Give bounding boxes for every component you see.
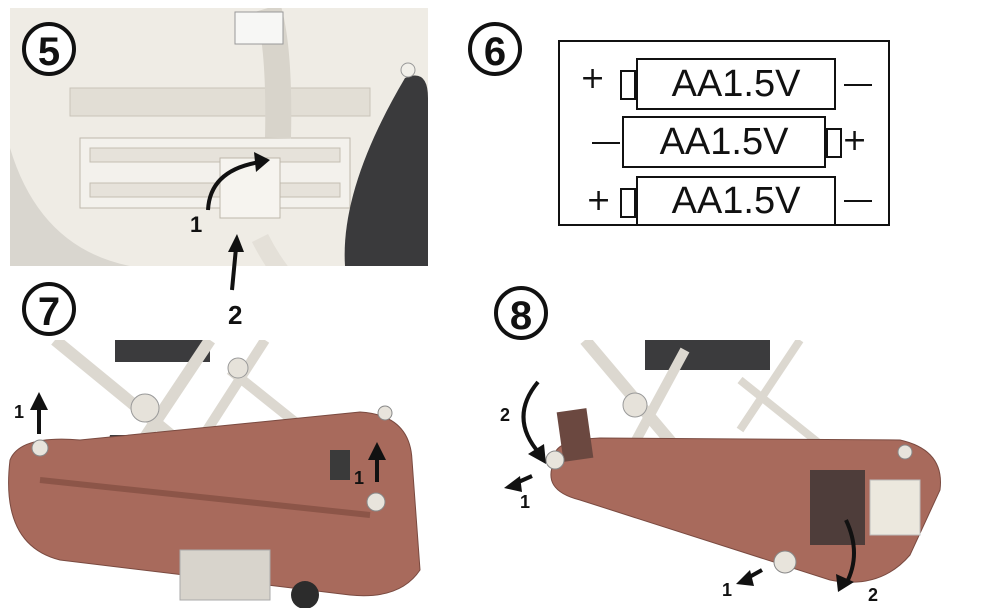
step8-number: 8 — [509, 294, 533, 338]
battery-1: AA1.5V — [636, 58, 836, 110]
step5-number: 5 — [37, 30, 61, 74]
step8-arrow-a-label: 2 — [500, 405, 511, 425]
arrowhead-icon — [528, 444, 546, 464]
step5-badge: 5 — [22, 22, 76, 76]
step8-walker-illustration — [545, 340, 941, 583]
step6-badge: 6 — [468, 22, 522, 76]
step5-arrow2-label: 2 — [228, 300, 243, 330]
step7-badge: 7 — [22, 282, 76, 336]
step7-arrow-left-label: 1 — [14, 402, 25, 422]
battery-nub — [826, 128, 842, 158]
battery-2: AA1.5V — [622, 116, 826, 168]
arrowhead-icon — [30, 392, 48, 410]
plus-sign: + — [586, 183, 612, 218]
step5-photo — [10, 8, 428, 266]
arrowhead-icon — [504, 476, 522, 492]
step6-number: 6 — [483, 30, 507, 74]
step8-arrows — [504, 380, 856, 592]
step8-arrow-d-label: 2 — [868, 585, 879, 605]
step8-arrow-c-label: 1 — [722, 580, 733, 600]
step7-walker-illustration — [8, 340, 421, 608]
arrowhead-icon — [254, 152, 270, 172]
arrowhead-icon — [368, 442, 386, 460]
battery-nub — [620, 70, 636, 100]
minus-wire — [844, 84, 872, 86]
battery-nub — [620, 188, 636, 218]
battery-3: AA1.5V — [636, 176, 836, 226]
step5-arrows — [206, 152, 270, 291]
push-arrow-icon — [230, 247, 238, 291]
minus-wire — [844, 200, 872, 202]
arrowhead-icon — [736, 570, 754, 586]
step7-arrow-right-label: 1 — [354, 468, 365, 488]
step7-arrows — [30, 392, 386, 482]
step5-arrow1-label: 1 — [190, 212, 203, 237]
plus-sign: + — [580, 61, 606, 96]
minus-wire — [592, 142, 620, 144]
arrowhead-icon — [836, 574, 854, 592]
walker-underside-illustration — [10, 8, 428, 266]
rotate-arrow-icon — [206, 160, 261, 211]
plus-sign: + — [842, 123, 868, 158]
arrowhead-icon — [228, 234, 244, 252]
step8-arrow-b-label: 1 — [520, 492, 531, 512]
step7-number: 7 — [37, 290, 61, 334]
rotate-arrow-icon — [521, 380, 542, 456]
rotate-arrow-icon — [844, 519, 856, 585]
battery-diagram: + AA1.5V AA1.5V + + AA1.5V — [558, 40, 890, 226]
step8-badge: 8 — [494, 286, 548, 340]
